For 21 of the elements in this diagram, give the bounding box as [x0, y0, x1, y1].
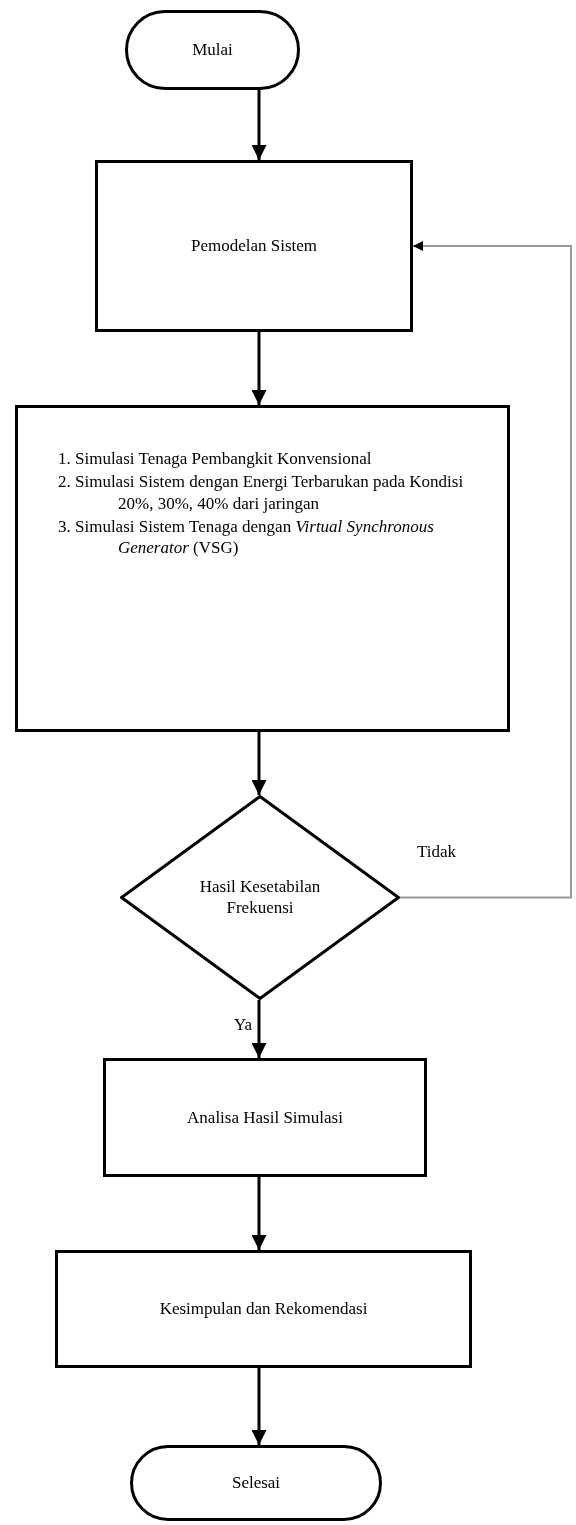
arrow [251, 1000, 267, 1058]
process-box [15, 405, 510, 732]
process-box [103, 1058, 427, 1177]
node-text: Selesai [231, 1473, 281, 1493]
arrow [399, 241, 572, 899]
list-item: 3. Simulasi Sistem Tenaga dengan Virtual Synchronous Generator (VSG) [58, 515, 435, 559]
node-text: Pemodelan Sistem [190, 236, 318, 256]
process-box [55, 1250, 472, 1368]
arrow [251, 90, 267, 160]
arrow [251, 732, 267, 795]
arrow [251, 332, 267, 405]
node-text: Kesimpulan dan Rekomendasi [159, 1299, 368, 1319]
arrow [251, 1368, 267, 1445]
process-box [95, 160, 413, 332]
node-text: Hasil Kesetabilan Frekuensi [198, 877, 322, 918]
list-item: 2. Simulasi Sistem dengan Energi Terbarukan pada Kondisi 20%, 30%, 40% dari jaringan [58, 471, 465, 514]
arrow [251, 1177, 267, 1250]
list-item: 1. Simulasi Tenaga Pembangkit Konvensional [58, 448, 373, 470]
node-text: Analisa Hasil Simulasi [187, 1107, 343, 1128]
node-text: Mulai [192, 40, 233, 60]
decision-diamond [120, 795, 400, 1000]
